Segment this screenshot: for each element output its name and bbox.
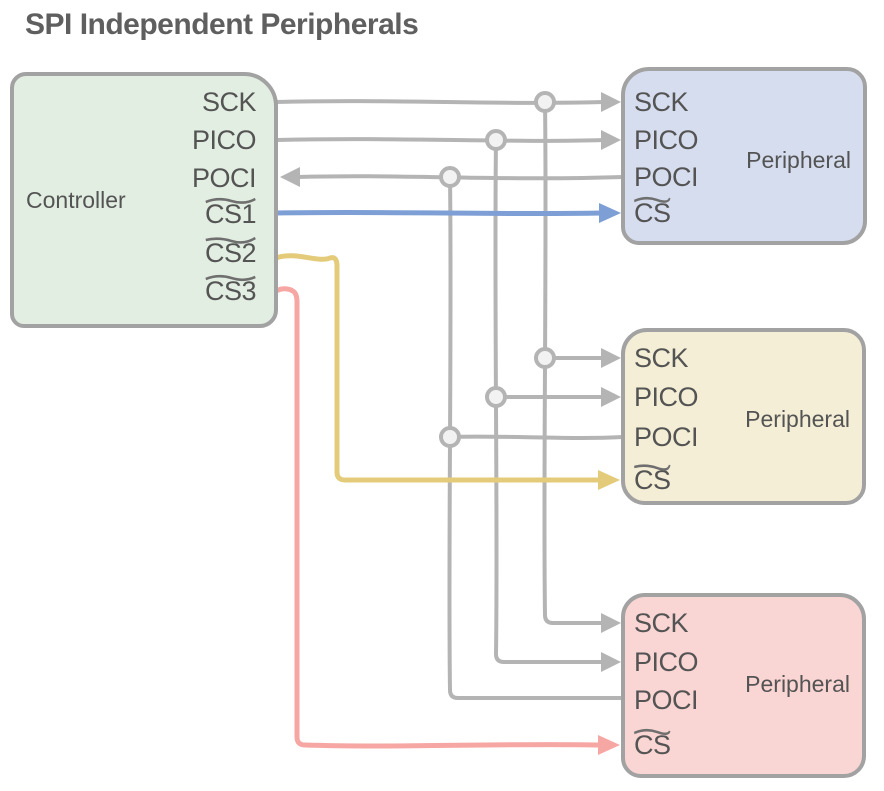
p3-pin-pico: PICO bbox=[634, 645, 699, 679]
pin-label: POCI bbox=[634, 422, 699, 452]
page-title: SPI Independent Peripherals bbox=[25, 8, 419, 41]
peripheral-3-box: Peripheral SCK PICO POCI CS bbox=[621, 593, 866, 778]
pin-label: POCI bbox=[634, 162, 699, 192]
arrow-head-sck-p1 bbox=[601, 92, 621, 112]
pin-label: CS2 bbox=[204, 238, 257, 268]
pin-label: CS1 bbox=[204, 199, 257, 229]
arrow-head-sck-p2 bbox=[601, 348, 621, 368]
peripheral-1-box: Peripheral SCK PICO POCI CS bbox=[621, 67, 867, 245]
controller-label: Controller bbox=[26, 187, 126, 213]
wire-sck-trunk bbox=[542, 100, 606, 625]
overline-icon bbox=[634, 196, 671, 203]
peripheral-2-label: Peripheral bbox=[745, 406, 850, 432]
p2-pin-poci: POCI bbox=[634, 420, 699, 454]
pin-label: PICO bbox=[634, 382, 699, 412]
wire-cs3 bbox=[273, 286, 603, 749]
controller-pin-cs1: CS1 bbox=[204, 197, 257, 231]
overline-icon bbox=[634, 728, 671, 736]
junction-dot-poci-1 bbox=[439, 166, 461, 188]
p3-pin-poci: POCI bbox=[634, 683, 699, 717]
peripheral-3-label: Peripheral bbox=[745, 671, 850, 697]
wire-pico-trunk bbox=[493, 138, 606, 664]
controller-pin-cs2: CS2 bbox=[204, 236, 257, 270]
pin-label: CS3 bbox=[204, 276, 257, 306]
controller-pin-sck: SCK bbox=[201, 85, 257, 119]
arrow-head-pico-p2 bbox=[601, 387, 621, 407]
pin-label: SCK bbox=[201, 87, 257, 117]
overline-icon bbox=[205, 197, 256, 204]
p3-pin-sck: SCK bbox=[634, 606, 689, 640]
arrow-head-cs3 bbox=[598, 735, 620, 755]
wire-cs1 bbox=[273, 209, 605, 217]
p1-pin-cs: CS bbox=[634, 196, 671, 230]
pin-label: CS bbox=[634, 198, 671, 228]
p2-pin-cs: CS bbox=[634, 463, 671, 497]
p2-pin-sck: SCK bbox=[634, 341, 689, 375]
peripheral-1-label: Peripheral bbox=[746, 147, 851, 173]
overline-icon bbox=[634, 464, 671, 471]
overline-icon bbox=[205, 236, 256, 244]
junction-dot-sck-1 bbox=[534, 91, 556, 113]
p1-pin-pico: PICO bbox=[634, 123, 699, 157]
pin-label: SCK bbox=[634, 343, 689, 373]
controller-pin-poci: POCI bbox=[191, 161, 257, 195]
p3-pin-cs: CS bbox=[634, 728, 671, 762]
junction-dot-poci-2 bbox=[439, 426, 461, 448]
pin-label: POCI bbox=[634, 685, 699, 715]
wire-pico-top bbox=[274, 137, 606, 143]
pin-label: SCK bbox=[634, 608, 689, 638]
arrow-head-cs1 bbox=[599, 203, 621, 223]
pin-label: PICO bbox=[634, 647, 699, 677]
overline-icon bbox=[205, 274, 256, 282]
controller-box: Controller SCK PICO POCI CS1 CS2 CS3 bbox=[10, 72, 278, 328]
junction-dot-pico-2 bbox=[485, 386, 507, 408]
arrow-head-cs2 bbox=[598, 470, 620, 490]
arrow-head-pico-p1 bbox=[601, 130, 621, 150]
p1-pin-sck: SCK bbox=[634, 85, 689, 119]
arrow-head-pico-p3 bbox=[601, 652, 621, 672]
junction-dot-sck-2 bbox=[534, 347, 556, 369]
wire-sck-top bbox=[274, 99, 606, 105]
controller-pin-pico: PICO bbox=[191, 123, 257, 157]
arrow-head-sck-p3 bbox=[601, 613, 621, 633]
controller-pin-cs3: CS3 bbox=[204, 274, 257, 308]
wire-cs2 bbox=[273, 253, 603, 483]
arrow-head-poci-controller bbox=[280, 167, 300, 187]
pin-label: SCK bbox=[634, 87, 689, 117]
p1-pin-poci: POCI bbox=[634, 160, 699, 194]
p2-pin-pico: PICO bbox=[634, 380, 699, 414]
pin-label: PICO bbox=[191, 125, 257, 155]
wire-poci-mid bbox=[448, 434, 625, 440]
peripheral-2-box: Peripheral SCK PICO POCI CS bbox=[621, 328, 866, 505]
junction-dot-pico-1 bbox=[485, 129, 507, 151]
pin-label: PICO bbox=[634, 125, 699, 155]
pin-label: POCI bbox=[191, 163, 257, 193]
wire-poci-trunk bbox=[447, 175, 625, 700]
